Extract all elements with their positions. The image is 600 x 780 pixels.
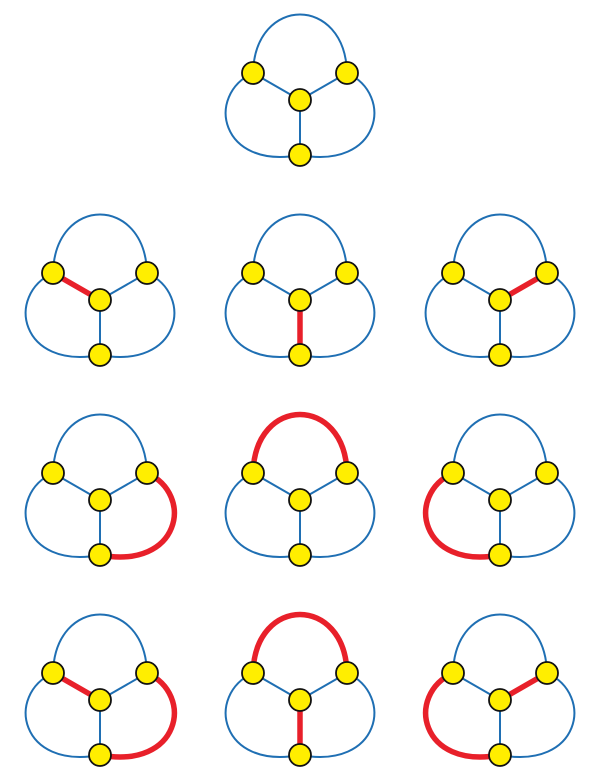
edge-right-arc [99, 272, 176, 358]
edge-top-arc [52, 413, 148, 474]
edge-left-arc [224, 472, 301, 558]
edge-left-arc [24, 672, 101, 758]
graph-3 [224, 213, 376, 367]
edge-right-arc [299, 72, 376, 158]
graph-6 [224, 411, 376, 567]
highlighted-edge-right-arc [97, 470, 177, 560]
node-upper-left [241, 661, 265, 685]
graph-8 [24, 613, 177, 767]
edge-top-arc [452, 613, 548, 674]
node-center [88, 288, 112, 312]
highlighted-edge-left-arc [423, 670, 503, 760]
graph-4 [424, 213, 576, 367]
edge-left-arc [24, 272, 101, 358]
edge-top-arc [452, 413, 548, 474]
node-upper-right [335, 261, 359, 285]
node-bottom [88, 343, 112, 367]
node-center [288, 688, 312, 712]
node-upper-right [535, 461, 559, 485]
node-bottom [288, 343, 312, 367]
edge-left-arc [224, 72, 301, 158]
edge-right-arc [499, 272, 576, 358]
edge-right-arc [299, 272, 376, 358]
edge-right-arc [299, 472, 376, 558]
node-bottom [488, 743, 512, 767]
node-bottom [288, 743, 312, 767]
node-upper-left [441, 261, 465, 285]
graph-2 [24, 213, 176, 367]
node-upper-left [41, 261, 65, 285]
node-bottom [288, 543, 312, 567]
edge-right-arc [499, 672, 576, 758]
node-upper-right [135, 461, 159, 485]
node-upper-left [241, 461, 265, 485]
node-center [488, 288, 512, 312]
node-center [88, 488, 112, 512]
edge-left-arc [224, 272, 301, 358]
highlighted-edge-top-arc [250, 611, 350, 676]
node-bottom [488, 543, 512, 567]
edge-top-arc [52, 213, 148, 274]
highlighted-edge-right-arc [97, 670, 177, 760]
node-upper-right [135, 261, 159, 285]
edge-top-arc [52, 613, 148, 674]
graph-5 [24, 413, 177, 567]
node-center [88, 688, 112, 712]
node-upper-left [241, 61, 265, 85]
edge-top-arc [252, 13, 348, 74]
node-upper-left [41, 461, 65, 485]
edge-top-arc [252, 213, 348, 274]
node-center [288, 488, 312, 512]
node-upper-right [535, 261, 559, 285]
graph-1 [224, 13, 376, 167]
node-upper-left [441, 661, 465, 685]
node-upper-left [241, 261, 265, 285]
edge-left-arc [424, 272, 501, 358]
node-upper-right [335, 61, 359, 85]
node-upper-right [335, 661, 359, 685]
edge-top-arc [452, 213, 548, 274]
edge-right-arc [499, 472, 576, 558]
node-center [288, 88, 312, 112]
graph-9 [224, 611, 376, 767]
node-bottom [88, 543, 112, 567]
node-bottom [488, 343, 512, 367]
node-upper-left [41, 661, 65, 685]
node-center [488, 488, 512, 512]
highlighted-edge-top-arc [250, 411, 350, 476]
node-bottom [288, 143, 312, 167]
node-center [288, 288, 312, 312]
edge-left-arc [24, 472, 101, 558]
edge-left-arc [224, 672, 301, 758]
node-upper-right [535, 661, 559, 685]
graph-10 [423, 613, 576, 767]
node-center [488, 688, 512, 712]
graph-7 [423, 413, 576, 567]
edge-right-arc [299, 672, 376, 758]
highlighted-edge-left-arc [423, 470, 503, 560]
node-bottom [88, 743, 112, 767]
node-upper-left [441, 461, 465, 485]
node-upper-right [335, 461, 359, 485]
node-upper-right [135, 661, 159, 685]
